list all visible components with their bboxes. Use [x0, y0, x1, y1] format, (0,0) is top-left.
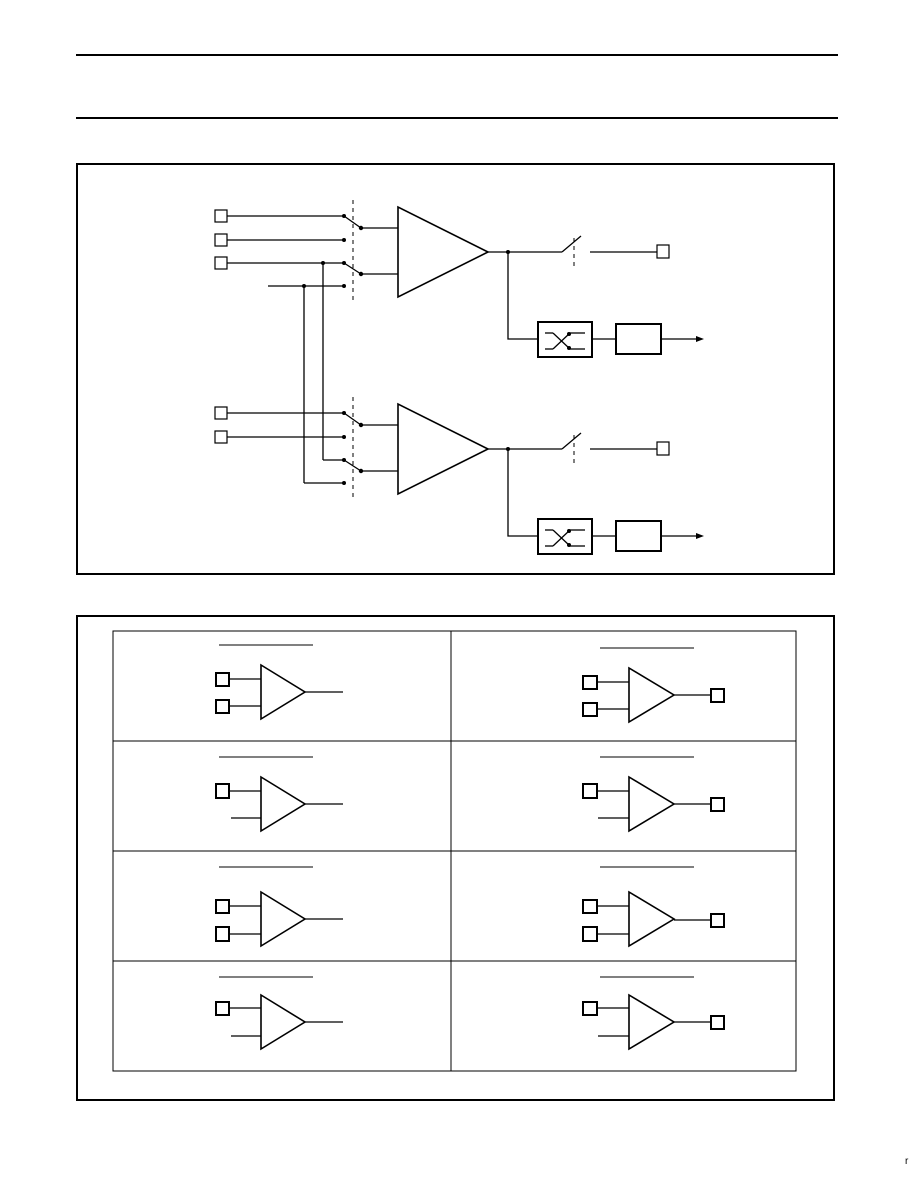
amplifier-symbol [628, 666, 676, 724]
config-cell-1-left [215, 644, 343, 721]
amplifier-1 [397, 205, 490, 299]
header-bottom-rule [76, 117, 838, 119]
config-cell-4-right [582, 976, 725, 1051]
detector-block-1 [615, 323, 662, 355]
config-cell-2-right [582, 756, 725, 833]
crossover-block-1 [537, 321, 593, 358]
amplifier-symbol [628, 890, 676, 948]
amplifier-2 [397, 402, 490, 496]
input-pin-4 [214, 406, 228, 420]
detector-block-2 [615, 520, 662, 552]
output-pin-1 [656, 244, 670, 259]
input-pin-3 [214, 256, 228, 270]
configuration-panel [76, 615, 835, 1101]
config-cell-1-right [582, 647, 725, 724]
config-cell-3-right [582, 866, 725, 948]
amplifier-symbol [260, 890, 307, 948]
output-switch-2 [561, 432, 582, 450]
output-switch-1 [561, 235, 582, 253]
switch-arm-1a [343, 215, 362, 229]
configuration-table [112, 630, 797, 1072]
switch-arm-1b [343, 262, 362, 275]
amplifier-symbol [260, 775, 307, 833]
amplifier-symbol [628, 775, 676, 833]
crossover-block-2 [537, 518, 593, 555]
switch-arm-2b [343, 459, 362, 472]
page-corner-mark: r [905, 1156, 909, 1167]
amplifier-symbol [260, 993, 307, 1051]
config-cell-2-left [215, 756, 343, 833]
config-cell-4-left [215, 976, 343, 1051]
arrow-icon [696, 533, 704, 539]
input-pin-2 [214, 233, 228, 247]
amplifier-symbol [260, 663, 307, 721]
input-pin-1 [214, 209, 228, 223]
switch-arm-2a [343, 412, 362, 426]
output-pin-2 [656, 441, 670, 456]
channel-1 [214, 200, 704, 358]
amplifier-symbol [628, 993, 676, 1051]
arrow-icon [696, 336, 704, 342]
input-pin-5 [214, 430, 228, 444]
config-cell-3-left [215, 866, 343, 948]
channel-2 [214, 397, 704, 555]
header-top-rule [76, 54, 838, 56]
block-diagram-panel [76, 163, 835, 575]
